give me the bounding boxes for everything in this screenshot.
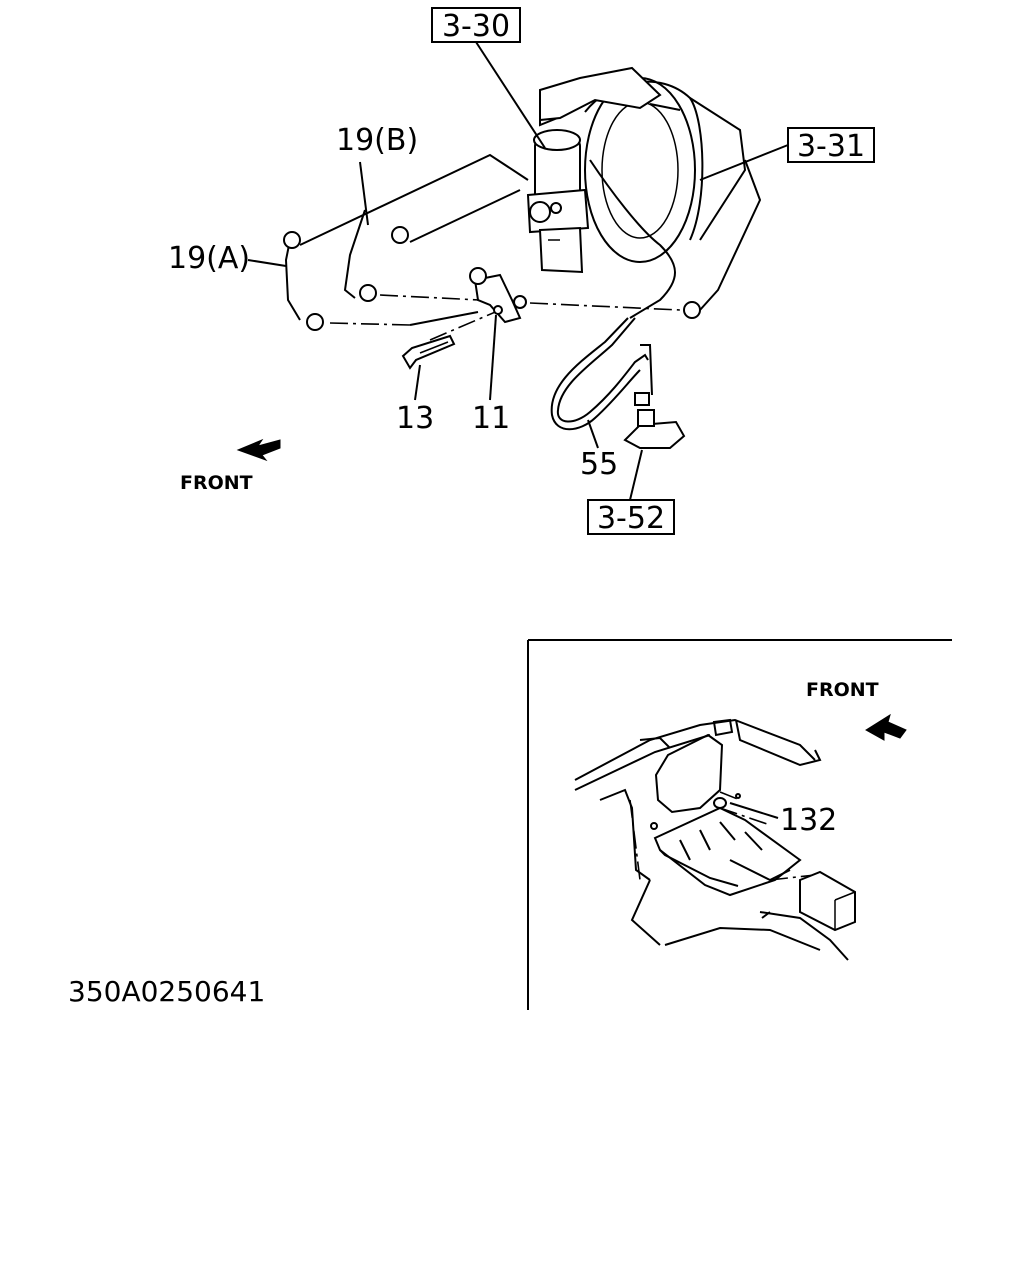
ref-box-3-30: [431, 7, 521, 43]
part-19b: 19(B): [336, 123, 418, 158]
drawing-id: 350A0250641: [68, 975, 265, 1008]
part-19a: 19(A): [168, 241, 250, 276]
part-55: 55: [580, 447, 618, 482]
ref-box-3-31: [787, 127, 875, 163]
leader-132: [729, 802, 779, 819]
vacuum-sensor: [623, 409, 686, 449]
ref-box-3-52: [587, 499, 675, 535]
part-13: 13: [396, 401, 434, 436]
part-132: 132: [780, 803, 837, 838]
ref-3-52: 3-52: [597, 501, 665, 536]
front-arrow-inset-icon: [865, 713, 907, 741]
vacuum-hose: [550, 317, 653, 431]
front-label-inset: FRONT: [806, 679, 879, 701]
part-11: 11: [472, 401, 510, 436]
three-way-joint: [469, 267, 527, 324]
inset-frame: [527, 639, 952, 1010]
bolt: [401, 334, 456, 370]
brake-pipes: [283, 153, 762, 341]
ref-3-30: 3-30: [442, 9, 510, 44]
front-arrow-icon: [236, 438, 281, 462]
brake-booster: [539, 66, 747, 263]
vehicle-body-inset: [574, 718, 856, 961]
ref-3-31: 3-31: [797, 129, 865, 164]
master-cylinder: [526, 129, 676, 319]
front-label-main: FRONT: [180, 472, 253, 494]
